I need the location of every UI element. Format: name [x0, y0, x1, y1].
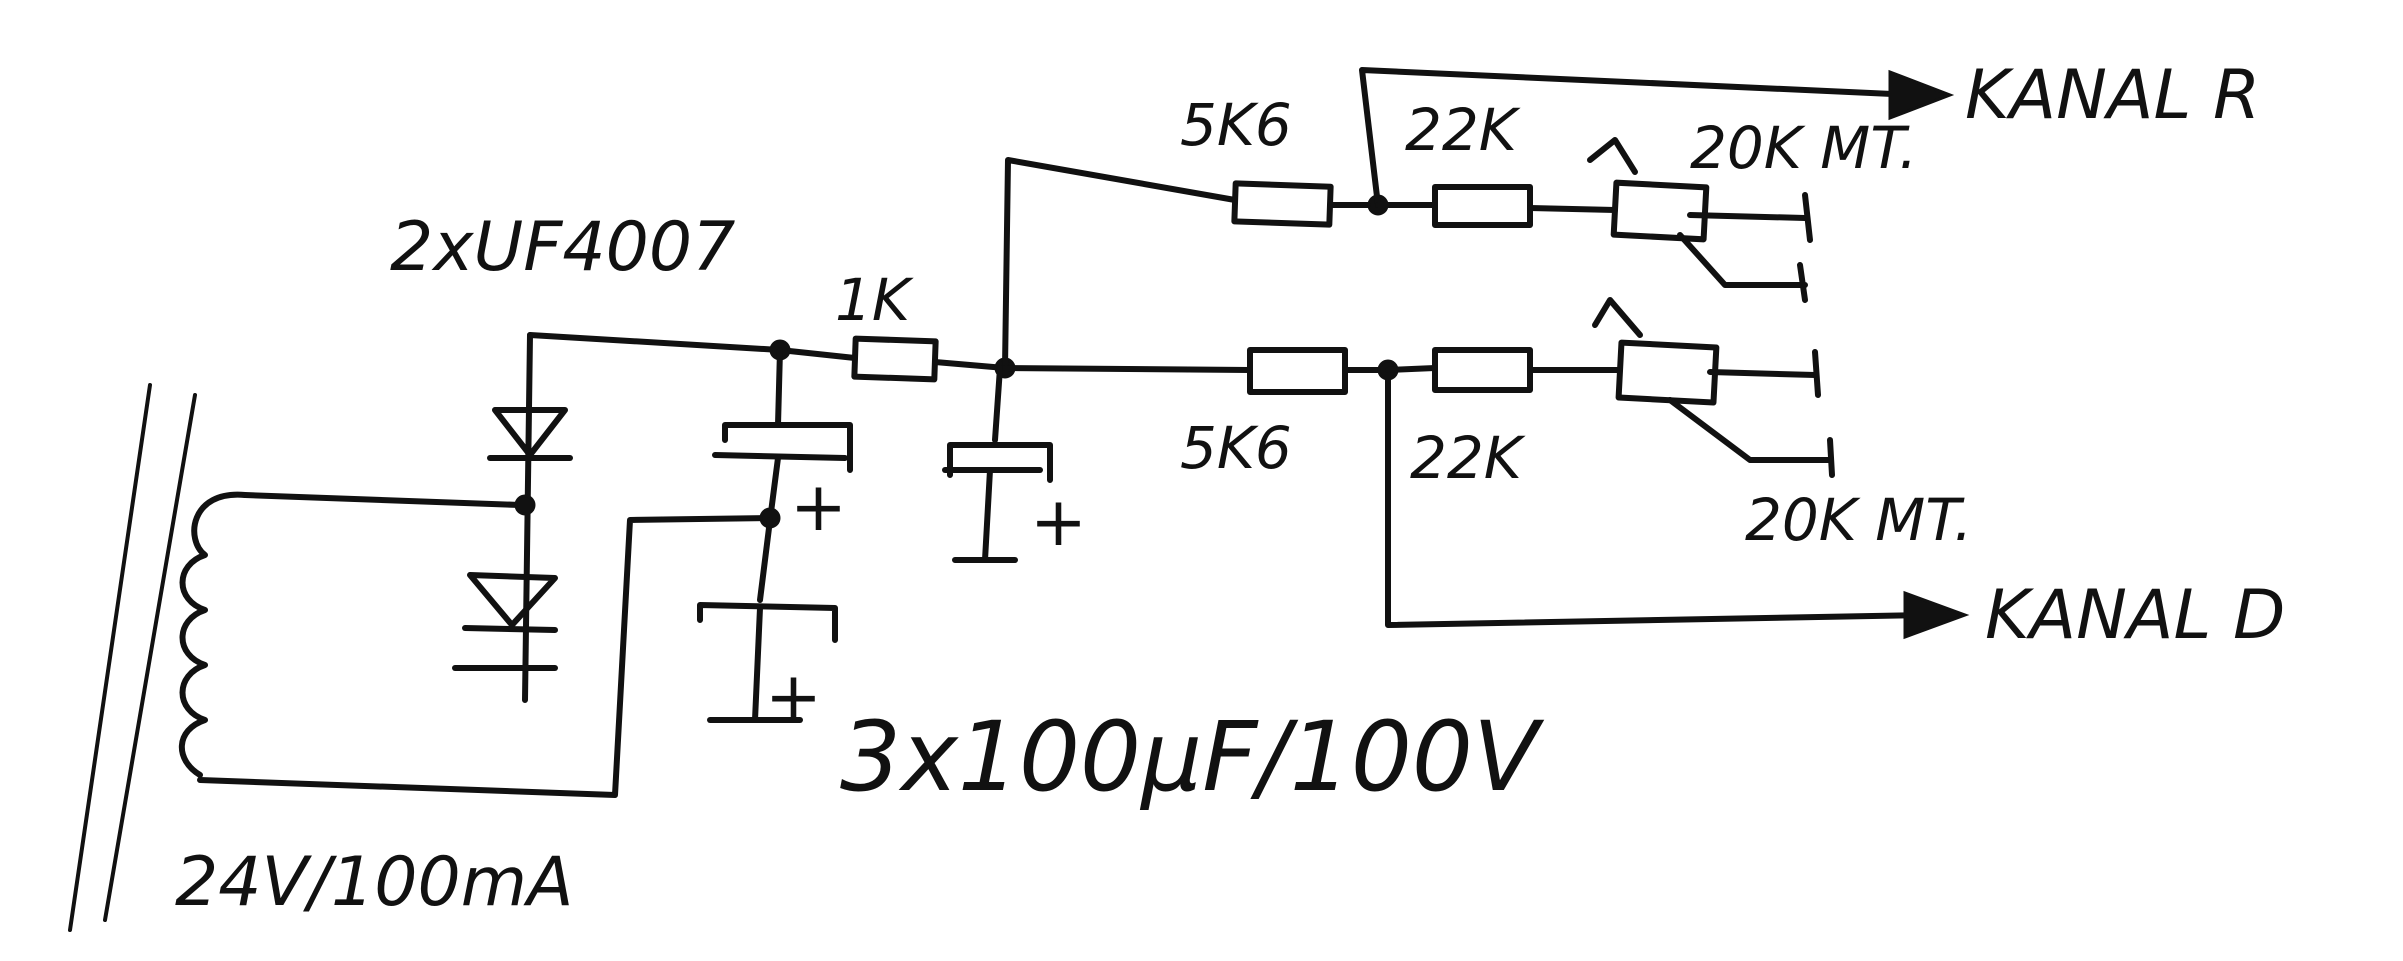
wire-rail-to-1k — [777, 347, 858, 361]
label-cap-plus-3: + — [1030, 483, 1087, 562]
junction-diode-mid — [514, 494, 536, 516]
resistor-22k-top — [1432, 184, 1533, 228]
label-pot-top: 20K MT. — [1690, 114, 1917, 182]
transformer-core — [68, 383, 197, 932]
wire-transformer-top — [242, 492, 523, 508]
wire-diode-rail — [522, 332, 533, 703]
label-5k6-bottom: 5K6 — [1180, 414, 1292, 482]
label-pot-bottom: 20K MT. — [1745, 486, 1972, 554]
label-kanal-r: KANAL R — [1965, 56, 2260, 135]
label-transformer: 24V/100mA — [175, 843, 574, 922]
label-cap-plus-1: + — [790, 468, 847, 547]
wire-kanal-r — [1359, 67, 1918, 208]
wire-cap-stack — [775, 347, 783, 428]
wire-kanal-d — [1385, 367, 1928, 628]
resistor-5k6-top — [1231, 180, 1334, 228]
wire-to-22k-bottom — [1385, 365, 1438, 373]
label-5k6-top: 5K6 — [1180, 91, 1292, 159]
potentiometer-top — [1587, 137, 1813, 303]
capacitor-3 — [942, 442, 1053, 563]
diode-upper — [487, 407, 573, 461]
wire-top-rail — [527, 332, 783, 353]
label-22k-top: 22K — [1405, 96, 1521, 164]
wire-cap-stack-lower — [757, 517, 773, 603]
wire-1k-to-node — [932, 359, 1008, 371]
label-cap-plus-2: + — [765, 658, 822, 737]
label-kanal-d: KANAL D — [1985, 576, 2285, 655]
arrow-kanal-r — [1888, 69, 1955, 121]
wire-transformer-bottom — [197, 515, 773, 798]
resistor-1k — [851, 335, 939, 383]
diode-lower — [462, 572, 558, 633]
label-1k: 1K — [835, 266, 914, 334]
label-capacitors: 3x100µF/100V — [840, 701, 1545, 813]
resistor-22k-bottom — [1432, 347, 1533, 393]
resistor-5k6-bottom — [1247, 347, 1348, 395]
wire-node-lower — [1002, 365, 1253, 373]
capacitor-2 — [697, 602, 838, 723]
potentiometer-bottom — [1592, 297, 1835, 478]
wire-node-cap3 — [992, 365, 1003, 443]
label-22k-bottom: 22K — [1410, 424, 1526, 492]
arrow-kanal-d — [1903, 590, 1970, 640]
transformer-winding — [178, 491, 248, 778]
wire-22k-top-out — [1527, 205, 1618, 213]
label-diodes: 2xUF4007 — [390, 208, 735, 287]
wire-node-up — [1002, 157, 1238, 371]
